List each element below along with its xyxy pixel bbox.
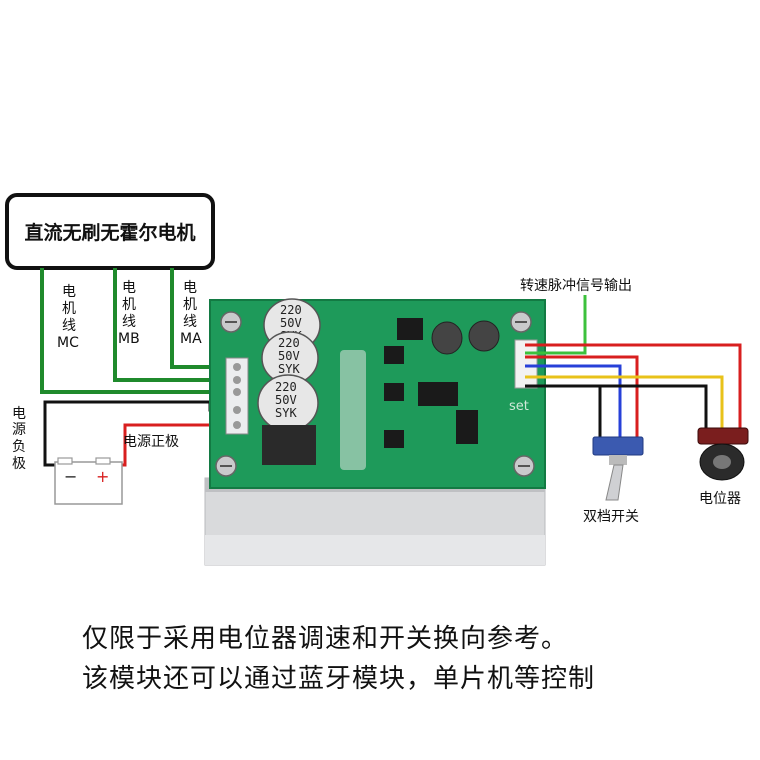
wire-red-2 [525, 355, 639, 438]
pot-label: 电位器 [699, 491, 741, 507]
wire-label-mb: 电 机 线 MB [118, 280, 140, 347]
svg-text:线: 线 [122, 314, 136, 330]
svg-text:220: 220 [275, 380, 297, 394]
header-pins [514, 339, 538, 389]
wire-yellow [525, 375, 724, 428]
wire-red [525, 343, 742, 428]
wire-mc [40, 268, 236, 394]
svg-text:50V: 50V [278, 349, 300, 363]
capacitor-3: 220 50V SYK [257, 374, 319, 465]
wire-black-2 [600, 384, 708, 428]
wire-mb [113, 268, 236, 382]
svg-text:电: 电 [122, 280, 136, 296]
battery-plus: + [96, 467, 109, 486]
svg-text:机: 机 [183, 297, 197, 313]
note-line-2: 该模块还可以通过蓝牙模块，单片机等控制 [82, 664, 596, 694]
switch-label: 双档开关 [583, 509, 639, 525]
pcb-board: 220 50V SYK 220 50V SYK 220 50V SYK [209, 298, 546, 489]
terminal-block [225, 357, 249, 435]
wire-label-ma: 电 机 线 MA [180, 280, 202, 347]
svg-text:电: 电 [62, 284, 76, 300]
svg-text:50V: 50V [275, 393, 297, 407]
negative-label: 电 源 负 极 [12, 406, 26, 472]
control-wires [525, 295, 742, 438]
svg-text:50V: 50V [280, 316, 302, 330]
wire-label-mc: 电 机 线 MC [57, 284, 79, 351]
motor-wire-labels: 电 机 线 MC 电 机 线 MB 电 机 线 MA [57, 280, 202, 351]
wire-signal [525, 295, 587, 355]
potentiometer [697, 427, 749, 481]
svg-text:220: 220 [280, 303, 302, 317]
svg-text:源: 源 [12, 422, 26, 438]
wire-blue [525, 364, 622, 438]
svg-text:220: 220 [278, 336, 300, 350]
svg-text:SYK: SYK [275, 406, 297, 420]
svg-text:电: 电 [12, 406, 26, 422]
ic-chips [384, 318, 478, 448]
svg-text:SYK: SYK [278, 362, 300, 376]
toggle-switch [592, 436, 644, 501]
svg-text:机: 机 [122, 297, 136, 313]
svg-text:线: 线 [183, 314, 197, 330]
svg-text:MB: MB [118, 331, 140, 347]
svg-text:MC: MC [57, 335, 79, 351]
heatsink [204, 477, 546, 566]
battery-minus: − [64, 467, 77, 486]
svg-text:MA: MA [180, 331, 202, 347]
svg-text:线: 线 [62, 318, 76, 334]
positive-label: 电源正极 [123, 434, 179, 450]
battery: − + [54, 457, 123, 505]
signal-label: 转速脉冲信号输出 [520, 278, 632, 294]
svg-text:负: 负 [12, 439, 26, 455]
note-line-1: 仅限于采用电位器调速和开关换向参考。 [82, 624, 569, 654]
svg-text:机: 机 [62, 301, 76, 317]
silk-set: set [509, 399, 529, 414]
motor-title: 直流无刷无霍尔电机 [24, 221, 195, 244]
svg-text:电: 电 [183, 280, 197, 296]
motor-box: 直流无刷无霍尔电机 [5, 193, 215, 270]
svg-text:极: 极 [12, 456, 26, 472]
